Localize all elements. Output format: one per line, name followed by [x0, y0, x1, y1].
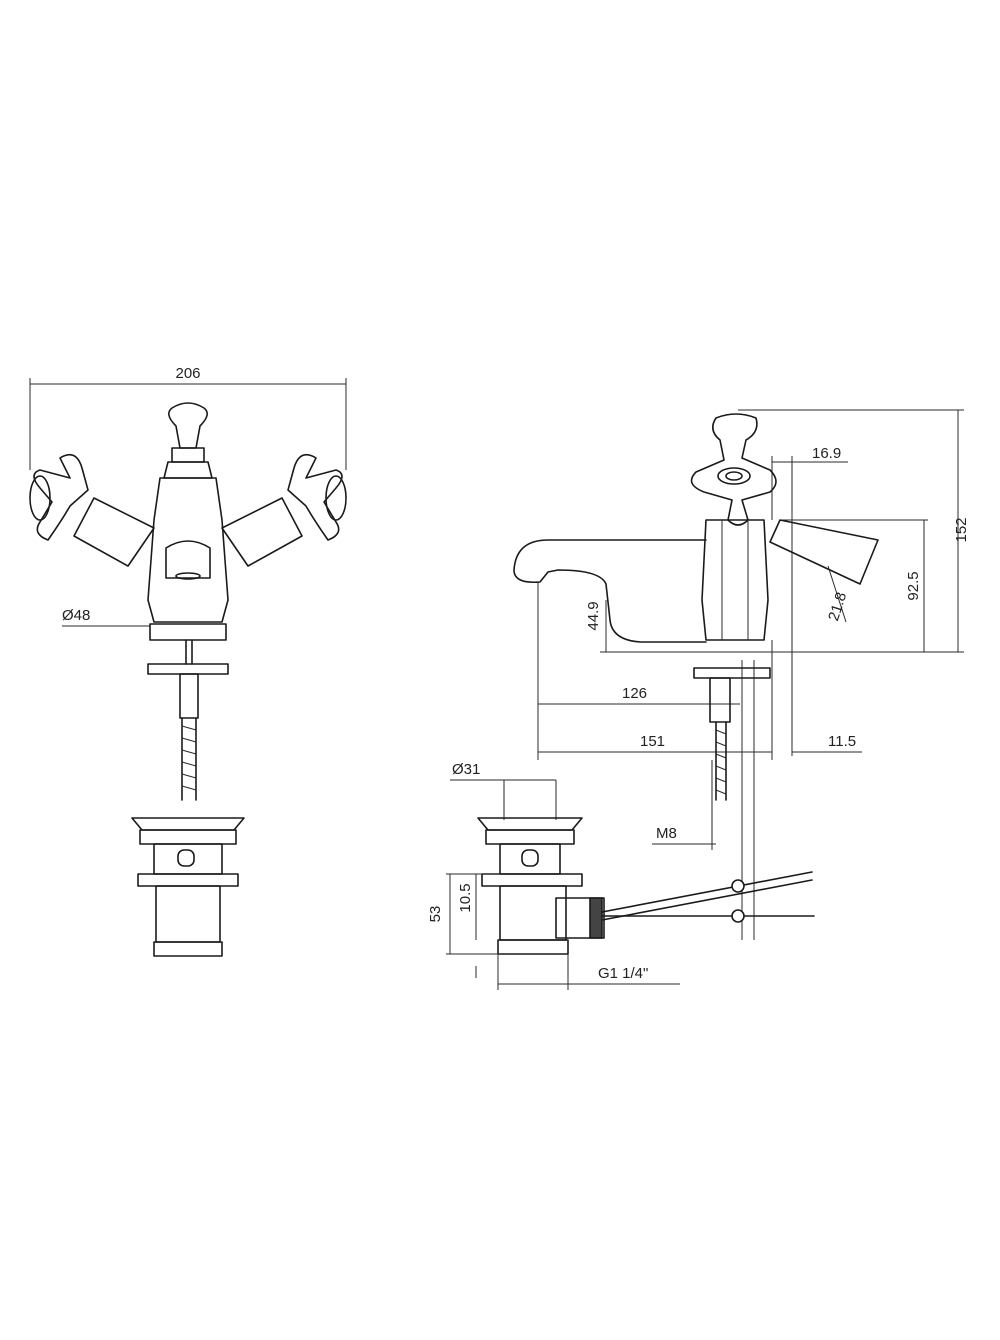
- waste-diameter-dimension: Ø31: [450, 761, 557, 820]
- waste-diameter-label: Ø31: [452, 761, 480, 778]
- total-height-label: 152: [953, 517, 970, 542]
- rear-offset-dimension: 11.5: [792, 733, 862, 753]
- spout-reach-label: 126: [622, 685, 647, 702]
- side-view: 152 92.5 16.9 21.8: [513, 409, 970, 940]
- waste-height-dimension: 53: [427, 873, 500, 955]
- waste-flange-dimension: 10.5: [457, 874, 477, 978]
- handle-offset-dimension: 16.9: [771, 445, 848, 756]
- rear-offset-label: 11.5: [828, 733, 856, 750]
- lever-length-label: 21.8: [825, 590, 850, 623]
- waste-flange-label: 10.5: [457, 883, 474, 912]
- spout-height-label: 92.5: [905, 571, 922, 600]
- spout-reach-dimension: 126: [538, 685, 740, 705]
- overall-depth-label: 151: [640, 733, 665, 750]
- connection-dimension: G1 1/4": [497, 954, 680, 990]
- base-diameter-dimension: Ø48: [62, 607, 150, 627]
- waste-height-label: 53: [427, 906, 444, 923]
- spout-height-dimension: 92.5: [780, 519, 928, 652]
- width-label: 206: [175, 365, 200, 382]
- connection-label: G1 1/4": [598, 965, 648, 982]
- total-height-dimension: 152: [738, 409, 970, 653]
- thread-label: M8: [656, 825, 677, 842]
- overall-depth-dimension: 151: [538, 640, 773, 760]
- waste-detail: Ø31 53 10.5: [427, 761, 815, 990]
- width-dimension: 206: [29, 365, 347, 470]
- base-diameter-label: Ø48: [62, 607, 90, 624]
- front-view: 206 Ø48: [29, 365, 347, 957]
- thread-dimension: M8: [652, 760, 716, 850]
- spout-clearance-dimension: 44.9: [537, 582, 602, 760]
- handle-offset-label: 16.9: [812, 445, 841, 462]
- spout-clearance-label: 44.9: [585, 601, 602, 630]
